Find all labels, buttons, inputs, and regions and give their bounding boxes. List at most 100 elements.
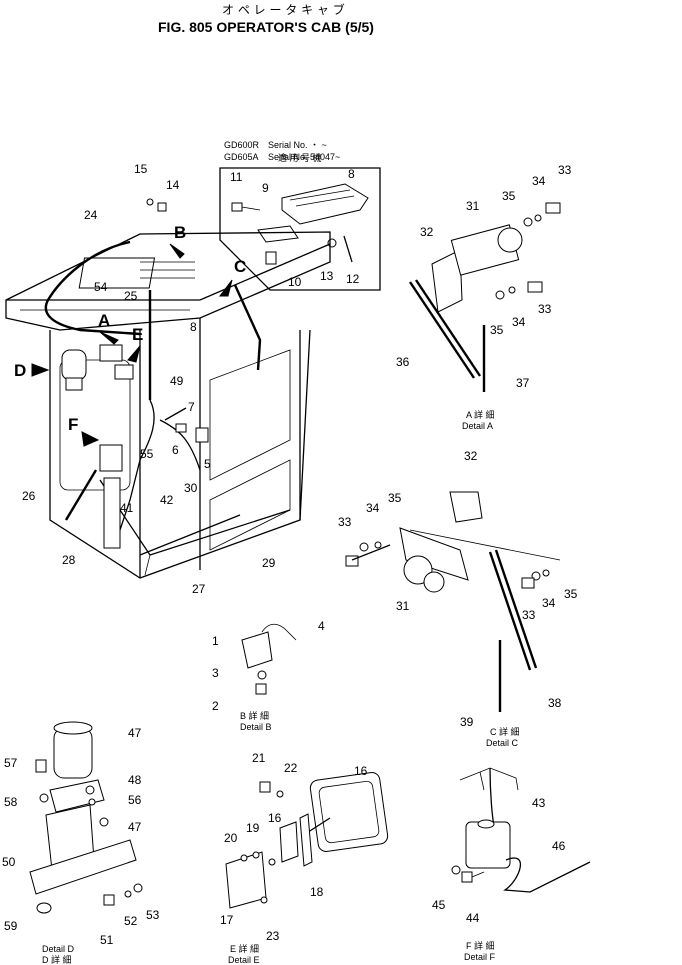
callout-e-16b: 16 bbox=[268, 811, 282, 825]
detail-f: 43 46 45 44 F 詳 細 Detail F bbox=[432, 767, 591, 962]
title-japanese: オ ペ レ ー タ キ ャ ブ bbox=[222, 2, 345, 17]
callout-13: 13 bbox=[320, 269, 334, 283]
callout-9: 9 bbox=[262, 181, 269, 195]
serial-model-2: GD605A bbox=[224, 152, 259, 162]
callout-c-39: 39 bbox=[460, 715, 474, 729]
view-arrow-label-d: D bbox=[14, 361, 26, 380]
callout-e-17: 17 bbox=[220, 913, 234, 927]
detail-c: 32 35 34 33 31 33 34 35 38 39 C 詳 細 Deta… bbox=[338, 449, 578, 748]
detail-b-jp: B 詳 細 bbox=[240, 710, 269, 721]
callout-d-53: 53 bbox=[146, 908, 160, 922]
callout-27: 27 bbox=[192, 582, 206, 596]
callout-15: 15 bbox=[134, 162, 148, 176]
callout-d-50: 50 bbox=[2, 855, 16, 869]
serial-value-1: Serial No. ・ ~ bbox=[268, 140, 327, 150]
detail-b-en: Detail B bbox=[240, 722, 272, 732]
callout-b-1: 1 bbox=[212, 634, 219, 648]
callout-c-35: 35 bbox=[388, 491, 402, 505]
detail-a-en: Detail A bbox=[462, 421, 493, 431]
detail-e-jp: E 詳 細 bbox=[230, 943, 259, 954]
callout-d-52: 52 bbox=[124, 914, 138, 928]
callout-f-45: 45 bbox=[432, 898, 446, 912]
callout-c-33: 33 bbox=[338, 515, 352, 529]
view-arrow-label-c: C bbox=[234, 257, 246, 276]
callout-c-33b: 33 bbox=[522, 608, 536, 622]
detail-c-jp: C 詳 細 bbox=[490, 726, 520, 737]
callout-f-44: 44 bbox=[466, 911, 480, 925]
callout-f-46: 46 bbox=[552, 839, 566, 853]
callout-41: 41 bbox=[120, 501, 134, 515]
callout-5: 5 bbox=[204, 457, 211, 471]
callout-c-38: 38 bbox=[548, 696, 562, 710]
view-arrow-label-f: F bbox=[68, 415, 78, 434]
callout-25: 25 bbox=[124, 289, 138, 303]
detail-d: 47 57 48 58 56 47 50 51 52 53 59 Detail … bbox=[2, 721, 160, 965]
view-arrow-label-b: B bbox=[174, 223, 186, 242]
view-arrow-label-e: E bbox=[132, 325, 143, 344]
callout-e-22: 22 bbox=[284, 761, 298, 775]
callout-6: 6 bbox=[172, 443, 179, 457]
callout-49: 49 bbox=[170, 374, 184, 388]
detail-b: 1 4 3 2 B 詳 細 Detail B bbox=[212, 619, 325, 732]
callout-b-4: 4 bbox=[318, 619, 325, 633]
callout-b-2: 2 bbox=[212, 699, 219, 713]
callout-14: 14 bbox=[166, 178, 180, 192]
callout-d-48: 48 bbox=[128, 773, 142, 787]
serial-model-1: GD600R bbox=[224, 140, 260, 150]
detail-d-en: Detail D bbox=[42, 944, 75, 954]
detail-e-en: Detail E bbox=[228, 955, 260, 965]
callout-a-37: 37 bbox=[516, 376, 530, 390]
callout-a-36: 36 bbox=[396, 355, 410, 369]
detail-c-en: Detail C bbox=[486, 738, 519, 748]
callout-d-51: 51 bbox=[100, 933, 114, 947]
detail-a-jp: A 詳 細 bbox=[466, 409, 495, 420]
callout-11: 11 bbox=[230, 170, 243, 184]
callout-d-56: 56 bbox=[128, 793, 142, 807]
serial-inset-box: 適 用 号 機 GD600R Serial No. ・ ~ GD605A Ser… bbox=[219, 140, 381, 291]
inset-part-callouts: 11 9 8 13 12 10 bbox=[230, 167, 360, 289]
callout-a-34b: 34 bbox=[512, 315, 526, 329]
callout-e-19: 19 bbox=[246, 821, 260, 835]
callout-e-16: 16 bbox=[354, 764, 368, 778]
serial-header-jp: 適 用 号 機 bbox=[278, 152, 322, 163]
callout-d-57: 57 bbox=[4, 756, 18, 770]
callout-d-47: 47 bbox=[128, 726, 142, 740]
detail-d-jp: D 詳 細 bbox=[42, 954, 72, 965]
callout-29: 29 bbox=[262, 556, 276, 570]
callout-d-59: 59 bbox=[4, 919, 18, 933]
callout-c-32: 32 bbox=[464, 449, 478, 463]
callout-8-inset: 8 bbox=[348, 167, 355, 181]
callout-8: 8 bbox=[190, 320, 197, 334]
callout-a-35b: 35 bbox=[490, 323, 504, 337]
callout-d-58: 58 bbox=[4, 795, 18, 809]
callout-54: 54 bbox=[94, 280, 108, 294]
callout-a-33: 33 bbox=[558, 163, 572, 177]
callout-c-34b: 34 bbox=[542, 596, 556, 610]
callout-24: 24 bbox=[84, 208, 98, 222]
callout-42: 42 bbox=[160, 493, 174, 507]
callout-26: 26 bbox=[22, 489, 36, 503]
callout-a-32: 32 bbox=[420, 225, 434, 239]
callout-c-31: 31 bbox=[396, 599, 410, 613]
callout-e-20: 20 bbox=[224, 831, 238, 845]
view-arrow-label-a: A bbox=[98, 311, 110, 330]
callout-a-31: 31 bbox=[466, 199, 480, 213]
callout-12: 12 bbox=[346, 272, 360, 286]
callout-d-47b: 47 bbox=[128, 820, 142, 834]
serial-value-2: Serial No. 54047~ bbox=[268, 152, 340, 162]
callout-a-33b: 33 bbox=[538, 302, 552, 316]
callout-7: 7 bbox=[188, 400, 195, 414]
callout-c-35b: 35 bbox=[564, 587, 578, 601]
callout-30: 30 bbox=[184, 481, 198, 495]
callout-b-3: 3 bbox=[212, 666, 219, 680]
detail-e: 16 21 22 20 19 16 18 17 23 E 詳 細 Detail … bbox=[220, 751, 389, 965]
callout-e-23: 23 bbox=[266, 929, 280, 943]
detail-f-en: Detail F bbox=[464, 952, 496, 962]
callout-e-21: 21 bbox=[252, 751, 266, 765]
callout-10: 10 bbox=[288, 275, 302, 289]
operator-cab-main-view bbox=[5, 198, 331, 579]
detail-a: 33 34 35 31 32 33 34 35 36 37 A 詳 細 Deta… bbox=[396, 163, 572, 431]
view-arrows: A B C D E F bbox=[14, 223, 246, 447]
callout-a-35: 35 bbox=[502, 189, 516, 203]
